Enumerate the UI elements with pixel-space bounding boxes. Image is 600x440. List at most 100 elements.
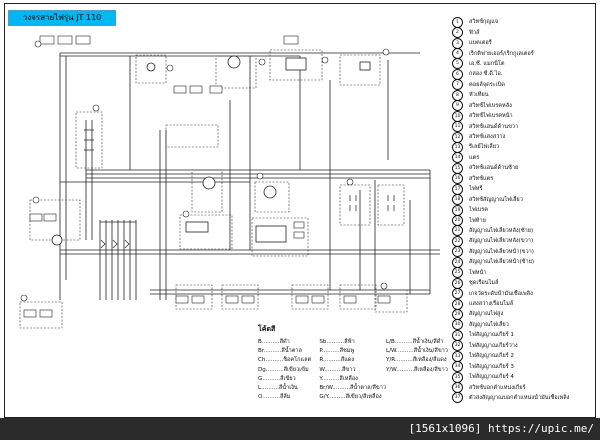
diagram-title: วงจรสายไฟรุ่น JT 110 [8,10,116,26]
color-code-cell: G/Y..........สีเขียว/สีเหลือง [319,394,382,401]
legend-number: 28 [452,298,463,310]
legend-item: 13 รีเลย์ไฟเลี้ยว [452,141,592,153]
color-code-cell: W..........สีขาว [319,366,356,373]
legend-label: เร็กติฟายเออร์/เร็กกูเลเตอร์ [469,50,534,57]
legend-item: 32 ไฟสัญญาณเกียร์ว่าง [452,340,592,352]
legend-number: 31 [452,329,463,341]
color-code-row: Ch..........ช็อคโกแลต R..........สีแดง Y/R… [258,356,448,365]
legend-number: 7 [452,79,463,91]
legend-number: 23 [452,246,463,258]
cdi-unit-icon [285,57,307,71]
legend-item: 30 สัญญาณไฟเลี้ยว [452,319,592,331]
legend-number: 27 [452,288,463,300]
color-code-cell [386,383,448,392]
legend-item: 6 กล่อง ซี.ดี.ไอ. [452,68,592,80]
legend-item: 37 ตัวส่งสัญญาณบอกตำแหน่งน้ำมันเชื้อเพลิง [452,392,592,404]
legend-number: 19 [452,204,463,216]
fuse-icon [146,62,156,72]
color-code-cell: Y/R..........สีเหลือง/สีแดง [386,357,447,364]
color-code-cell [386,374,448,383]
legend-label: ไฟสัญญาณเกียร์ 2 [469,353,514,360]
legend-label: ไฟท้าย [469,217,486,224]
legend-label: กล่อง ซี.ดี.ไอ. [469,71,503,78]
legend-number: 34 [452,361,463,373]
legend-number: 22 [452,235,463,247]
legend-label: เอ.ซี. แมกนีโต [469,60,505,67]
legend-label: ไฟสัญญาณเกียร์ว่าง [469,342,518,349]
color-code-cell: L..........สีน้ำเงิน [258,385,298,392]
legend-label: คอยล์จุดระเบิด [469,81,505,88]
legend-label: สวิทช์กุญแจ [469,19,499,26]
legend-number: 10 [452,110,463,122]
color-code-cell: Y..........สีเหลือง [319,375,358,382]
color-code-cell: Br/W..........สีน้ำตาล/สีขาว [319,385,386,392]
legend-number: 30 [452,319,463,331]
legend-number: 4 [452,48,463,60]
legend-number: 6 [452,68,463,80]
legend-number: 33 [452,350,463,362]
legend-item: 10 สวิทช์ไฟเบรคหน้า [452,110,592,122]
legend-number: 12 [452,131,463,143]
color-code-cell: G..........สีเขียว [258,375,296,382]
legend-label: แบตเตอรี่ [469,40,492,47]
color-code-row: L..........สีน้ำเงิน Br/W..........สีน้ำต… [258,383,448,392]
footer-text: [1561x1096] https://upic.me/ [408,422,594,435]
legend-number: 9 [452,100,463,112]
legend-number: 29 [452,308,463,320]
legend-number: 3 [452,37,463,49]
color-code-heading: โค้ดสี [258,325,276,333]
color-code-cell: Ch..........ช็อคโกแลต [258,357,312,364]
fuel-sender-icon [202,176,216,190]
legend-number: 32 [452,340,463,352]
legend-number: 25 [452,267,463,279]
legend-label: สวิทช์แฮนด์ด้านซ้าย [469,165,519,172]
legend-label: ชุดเรือนไมล์ [469,280,499,287]
color-code-cell: L/W..........สีน้ำเงิน/สีขาว [386,347,448,354]
color-code-cell: Br..........สีน้ำตาล [258,347,302,354]
legend-item: 28 แสงสว่างเรือนไมล์ [452,298,592,310]
legend-number: 37 [452,392,463,404]
legend-label: ตัวส่งสัญญาณบอกตำแหน่งน้ำมันเชื้อเพลิง [469,394,570,401]
legend-label: สวิทช์บอกตำแหน่งเกียร์ [469,384,526,391]
legend-number: 35 [452,371,463,383]
legend-number: 17 [452,183,463,195]
legend-item: 3 แบตเตอรี่ [452,37,592,49]
legend-label: รีเลย์ไฟเลี้ยว [469,144,500,151]
legend-number: 11 [452,121,463,133]
legend-number: 13 [452,141,463,153]
legend-number: 21 [452,225,463,237]
legend-item: 4 เร็กติฟายเออร์/เร็กกูเลเตอร์ [452,48,592,60]
color-code-cell: R..........สีแดง [319,357,355,364]
ignition-coil-icon [359,61,371,71]
color-code-cell: L/B..........สีน้ำเงิน/สีดำ [386,338,444,345]
legend-number: 24 [452,256,463,268]
legend-label: สวิทช์ไฟเบรคหน้า [469,113,513,120]
magneto-icon [227,55,241,69]
legend-number: 36 [452,382,463,394]
legend-number: 20 [452,215,463,227]
legend-item: 24 สัญญาณไฟเลี้ยวหน้า(ซ้าย) [452,256,592,268]
legend-label: สวิทช์แสงสว่าง [469,134,506,141]
color-code-cell [386,393,448,402]
legend-label: สัญญาณไฟเลี้ยวหน้า(ขวา) [469,248,534,255]
color-code-cell: Dg..........สีเขียวเข้ม [258,366,309,373]
legend-label: สัญญาณไฟเลี้ยวหน้า(ซ้าย) [469,259,535,266]
legend-label: สัญญาณไฟเลี้ยว [469,321,509,328]
legend-label: แสงสว่างเรือนไมล์ [469,301,514,308]
